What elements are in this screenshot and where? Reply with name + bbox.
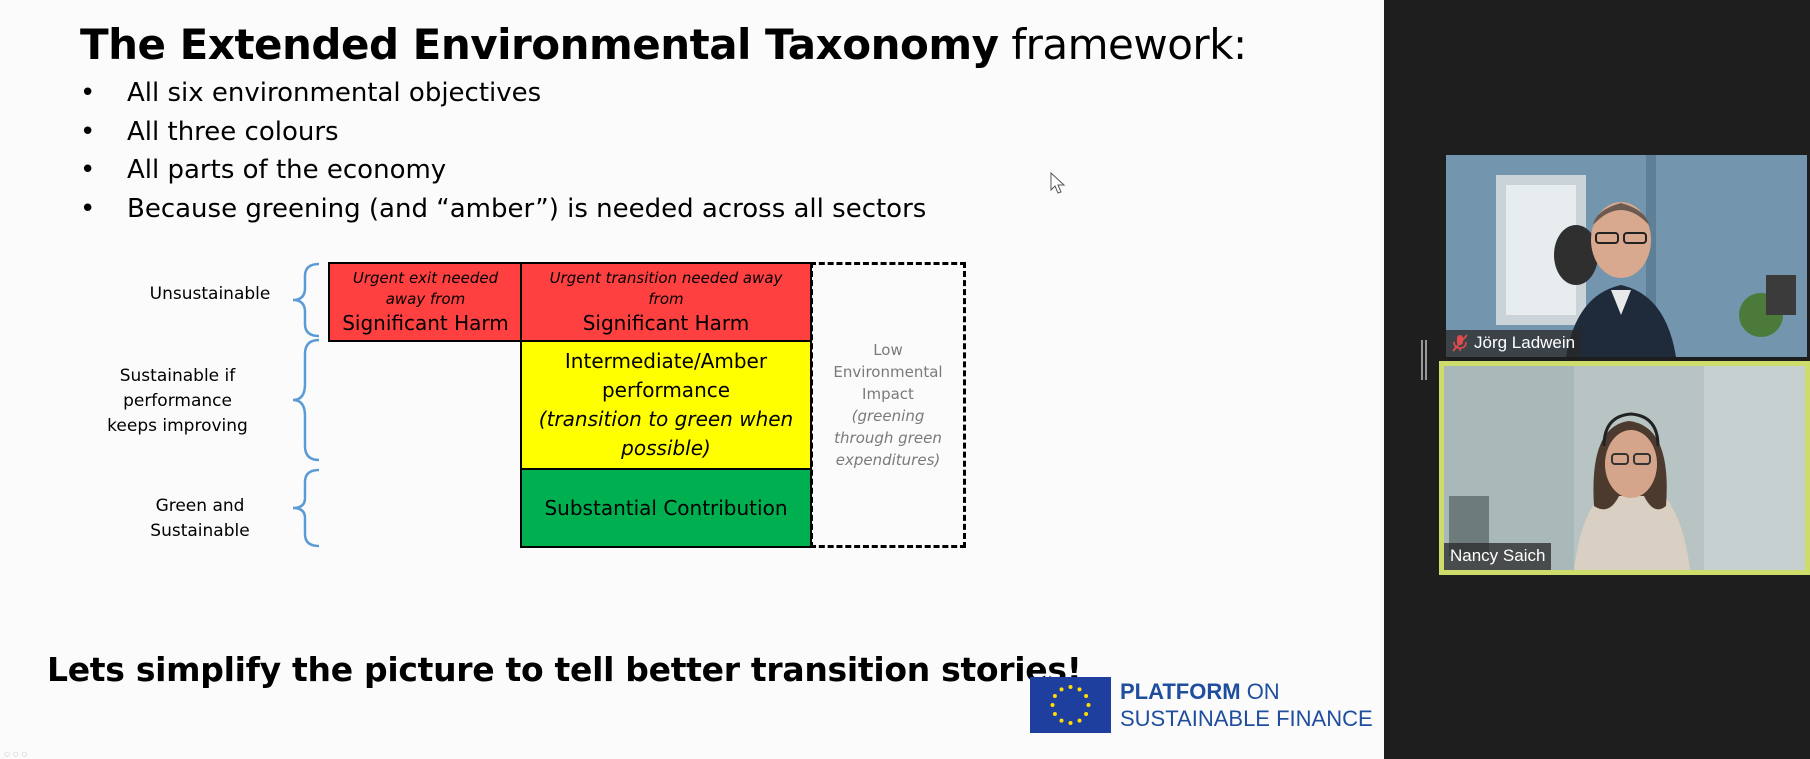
participant-nametag: Jörg Ladwein — [1446, 330, 1582, 357]
participant-nametag: Nancy Saich — [1444, 543, 1552, 570]
active-speaker-video[interactable]: Nancy Saich — [1439, 361, 1810, 575]
participant-name: Nancy Saich — [1450, 546, 1546, 565]
brace-group — [292, 262, 320, 548]
bullet-item: Because greening (and “amber”) is needed… — [80, 190, 926, 229]
bullet-item: All parts of the economy — [80, 151, 926, 190]
low-impact-box: Low Environmental Impact (greening throu… — [810, 262, 966, 548]
participant-video-feed — [1446, 155, 1807, 357]
label-sustainable-if: Sustainable if performance keeps improvi… — [107, 366, 248, 436]
brace-unsustainable — [292, 262, 320, 338]
mic-muted-icon — [1452, 334, 1468, 352]
participant-video-feed: Nancy Saich — [1444, 366, 1805, 570]
brace-green — [292, 468, 320, 548]
presentation-slide: The Extended Environmental Taxonomy fram… — [0, 0, 1384, 759]
urgent-exit-box: Urgent exit needed away from Significant… — [328, 262, 523, 342]
substantial-contribution-box: Substantial Contribution — [520, 468, 812, 548]
slide-title-bold: The Extended Environmental Taxonomy — [80, 20, 999, 69]
bullet-item: All six environmental objectives — [80, 74, 926, 113]
participant-name: Jörg Ladwein — [1474, 333, 1576, 352]
taxonomy-diagram: Unsustainable Sustainable if performance… — [100, 258, 980, 558]
slide-title: The Extended Environmental Taxonomy fram… — [80, 20, 1247, 69]
slide-title-rest: framework: — [998, 20, 1247, 69]
participant-video[interactable]: Jörg Ladwein — [1446, 155, 1807, 357]
logo-text: PLATFORM ON SUSTAINABLE FINANCE — [1120, 679, 1373, 731]
bullet-item: All three colours — [80, 113, 926, 152]
panel-resize-handle[interactable] — [1421, 340, 1427, 380]
urgent-transition-box: Urgent transition needed away from Signi… — [520, 262, 812, 342]
bullet-list: All six environmental objectives All thr… — [80, 74, 926, 228]
brace-sustainable-if — [292, 338, 320, 462]
eu-flag-icon — [1030, 677, 1111, 733]
label-unsustainable: Unsustainable — [149, 284, 271, 304]
slide-tagline: Lets simplify the picture to tell better… — [47, 650, 1082, 689]
amber-performance-box: Intermediate/Amber performance (transiti… — [520, 340, 812, 470]
mouse-cursor-icon — [1050, 172, 1066, 194]
label-green-and-sustainable: Green and Sustainable — [150, 496, 250, 541]
slide-controls-icon[interactable]: ◌ ◌ ◌ — [4, 749, 28, 759]
platform-logo: PLATFORM ON SUSTAINABLE FINANCE — [1030, 677, 1373, 733]
